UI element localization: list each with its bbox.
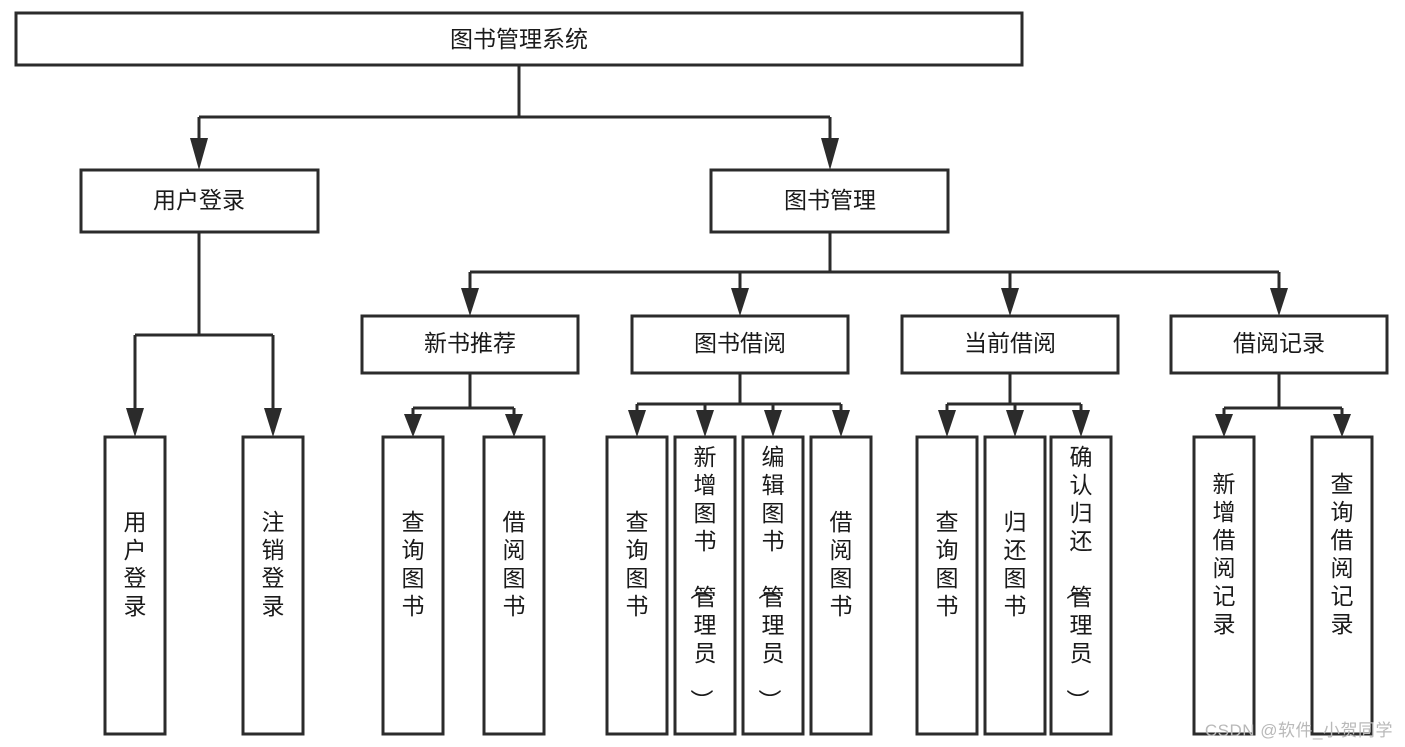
connector-group-newbookrec-to-leaves (404, 373, 523, 437)
node-leaf-3-box[interactable] (381, 435, 445, 736)
connector-group-borrowrecord-to-leaves (1215, 373, 1351, 437)
node-leaf-9-box[interactable] (915, 435, 979, 736)
arrow-head-leaf-12 (1215, 414, 1233, 437)
arrow-head-leaf-3 (404, 414, 422, 437)
node-book-borrow[interactable]: 图书借阅 (630, 314, 850, 375)
node-leaf-13-label: 查询借阅记录 (1331, 471, 1354, 637)
node-leaf-13[interactable]: 查询借阅记录 (1310, 435, 1374, 736)
node-leaf-11-label: 确认归还（管理员） (1065, 444, 1093, 712)
arrow-head-leaf-10 (1006, 410, 1024, 437)
node-borrow-record[interactable]: 借阅记录 (1169, 314, 1389, 375)
node-user-login-label: 用户登录 (153, 187, 245, 213)
node-leaf-12-box[interactable] (1192, 435, 1256, 736)
node-new-book-rec[interactable]: 新书推荐 (360, 314, 580, 375)
node-book-borrow-box[interactable] (630, 314, 850, 375)
connector-group-userlogin-to-leaves (126, 232, 282, 437)
node-leaf-2-box[interactable] (241, 435, 305, 736)
node-leaf-7[interactable]: 编辑图书（管理员） (741, 435, 805, 736)
node-leaf-7-box[interactable] (741, 435, 805, 736)
node-leaf-4-label: 借阅图书 (503, 509, 526, 619)
node-book-mgmt[interactable]: 图书管理 (709, 168, 950, 234)
node-new-book-rec-box[interactable] (360, 314, 580, 375)
node-borrow-record-label: 借阅记录 (1233, 330, 1325, 356)
node-leaf-10[interactable]: 归还图书 (983, 435, 1047, 736)
arrow-head-leaf-2 (264, 408, 282, 437)
arrow-head-current-borrow (1001, 288, 1019, 316)
node-leaf-9[interactable]: 查询图书 (915, 435, 979, 736)
node-leaf-11-box[interactable] (1049, 435, 1113, 736)
node-leaf-11[interactable]: 确认归还（管理员） (1049, 435, 1113, 736)
node-leaf-5-box[interactable] (605, 435, 669, 736)
node-leaf-8-box[interactable] (809, 435, 873, 736)
node-leaf-5-label: 查询图书 (626, 509, 649, 619)
arrow-head-leaf-13 (1333, 414, 1351, 437)
node-borrow-record-box[interactable] (1169, 314, 1389, 375)
node-book-mgmt-label: 图书管理 (784, 187, 876, 213)
node-leaf-6-label: 新增图书（管理员） (689, 444, 717, 712)
node-leaf-12-label: 新增借阅记录 (1213, 471, 1236, 637)
node-leaf-2-label: 注销登录 (262, 509, 285, 619)
arrow-head-leaf-4 (505, 414, 523, 437)
node-leaf-1-box[interactable] (103, 435, 167, 736)
arrow-head-leaf-8 (832, 410, 850, 437)
connector-group-bookborrow-to-leaves (628, 373, 850, 437)
node-current-borrow-label: 当前借阅 (964, 330, 1056, 356)
node-leaf-4-box[interactable] (482, 435, 546, 736)
connector-group-currentborrow-to-leaves (938, 373, 1090, 437)
arrow-head-borrow-record (1270, 288, 1288, 316)
arrow-head-user-login (190, 138, 208, 170)
node-new-book-rec-label: 新书推荐 (424, 330, 516, 356)
arrow-head-leaf-7 (764, 410, 782, 437)
node-leaf-8[interactable]: 借阅图书 (809, 435, 873, 736)
csdn-watermark: CSDN @软件_小贺同学 (1204, 721, 1393, 740)
node-root[interactable]: 图书管理系统 (14, 11, 1024, 67)
node-leaf-6-box[interactable] (673, 435, 737, 736)
node-leaf-1[interactable]: 用户登录 (103, 435, 167, 736)
node-leaf-4[interactable]: 借阅图书 (482, 435, 546, 736)
node-leaf-10-label: 归还图书 (1004, 509, 1027, 619)
node-root-box[interactable] (14, 11, 1024, 67)
arrow-head-book-mgmt (821, 138, 839, 170)
arrow-head-leaf-1 (126, 408, 144, 437)
node-root-label: 图书管理系统 (450, 26, 588, 52)
node-leaf-6[interactable]: 新增图书（管理员） (673, 435, 737, 736)
node-leaf-8-label: 借阅图书 (830, 509, 853, 619)
arrow-head-leaf-11 (1072, 410, 1090, 437)
node-leaf-1-label: 用户登录 (124, 509, 147, 619)
arrow-head-leaf-9 (938, 410, 956, 437)
arrow-head-new-book-rec (461, 288, 479, 316)
node-user-login[interactable]: 用户登录 (79, 168, 320, 234)
node-leaf-5[interactable]: 查询图书 (605, 435, 669, 736)
node-leaf-9-label: 查询图书 (936, 509, 959, 619)
connector-group-bookmgmt-to-level3 (461, 232, 1288, 316)
node-leaf-3-label: 查询图书 (402, 509, 425, 619)
node-leaf-2[interactable]: 注销登录 (241, 435, 305, 736)
node-current-borrow[interactable]: 当前借阅 (900, 314, 1120, 375)
arrow-head-leaf-6 (696, 410, 714, 437)
node-leaf-13-box[interactable] (1310, 435, 1374, 736)
connector-group-root-to-level2 (190, 65, 839, 170)
node-book-borrow-label: 图书借阅 (694, 330, 786, 356)
arrow-head-leaf-5 (628, 410, 646, 437)
node-leaf-3[interactable]: 查询图书 (381, 435, 445, 736)
node-leaf-10-box[interactable] (983, 435, 1047, 736)
node-current-borrow-box[interactable] (900, 314, 1120, 375)
node-leaf-12[interactable]: 新增借阅记录 (1192, 435, 1256, 736)
arrow-head-book-borrow (731, 288, 749, 316)
node-leaf-7-label: 编辑图书（管理员） (757, 444, 785, 712)
node-book-mgmt-box[interactable] (709, 168, 950, 234)
node-user-login-box[interactable] (79, 168, 320, 234)
